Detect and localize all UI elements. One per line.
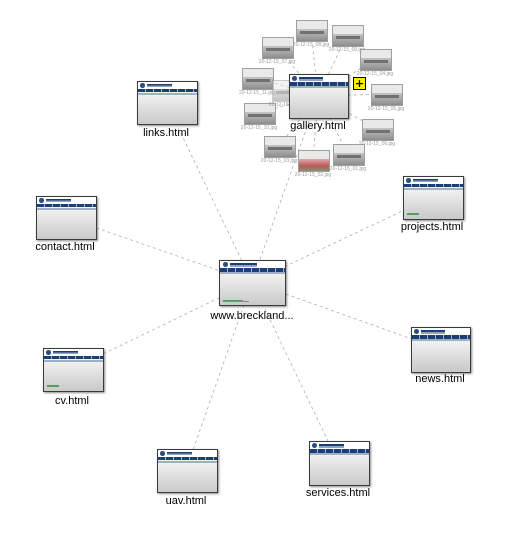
gallery-photo-thumbnail[interactable] (244, 103, 276, 125)
page-label-contact[interactable]: contact.html (35, 241, 95, 253)
page-thumbnail (219, 260, 286, 306)
photo-label: 20-12-15_11.jpg (238, 90, 276, 96)
photo-label: 20-12-15_06.jpg (358, 141, 396, 147)
edge-to-gallery (251, 95, 319, 283)
photo-label: 20-12-15_05.jpg (367, 106, 405, 112)
photo-label: 20-12-15_10.jpg (240, 125, 278, 131)
center-page-label[interactable]: www.breckland... (210, 310, 294, 322)
page-label-cv[interactable]: cv.html (54, 395, 90, 407)
page-thumbnail (137, 81, 198, 125)
page-thumbnail (43, 348, 104, 392)
edge-to-photo-10 (258, 95, 319, 114)
photo-label: 20-12-15_08.jpg (292, 42, 330, 48)
gallery-photo-thumbnail[interactable] (262, 37, 294, 59)
page-thumbnail (403, 176, 464, 220)
page-label-uav[interactable]: uav.html (165, 495, 207, 507)
photo-label: 20-12-15_03.jpg (260, 158, 298, 164)
page-thumbnail (411, 327, 471, 373)
photo-label: 20-12-15_12.jpg (268, 102, 306, 108)
photo-label: 20-12-15_07.jpg (258, 59, 296, 65)
plus-icon[interactable]: + (353, 77, 366, 90)
page-label-links[interactable]: links.html (143, 127, 189, 139)
gallery-photo-thumbnail[interactable] (296, 20, 328, 42)
page-thumbnail (36, 196, 97, 240)
page-thumbnail (309, 441, 370, 486)
photo-label: 20-12-15_09.jpg (328, 47, 366, 53)
edge-to-photo-9 (278, 95, 319, 147)
gallery-photo-thumbnail[interactable] (371, 84, 403, 106)
page-label-news[interactable]: news.html (415, 373, 465, 385)
gallery-photo-thumbnail[interactable] (332, 25, 364, 47)
edge-to-photo-8 (312, 95, 319, 161)
photo-label: 20-12-15_04.jpg (356, 71, 394, 77)
edge-to-services (251, 281, 339, 463)
gallery-photo-thumbnail[interactable] (242, 68, 274, 90)
page-label-services[interactable]: services.html (305, 487, 371, 499)
page-label-gallery[interactable]: gallery.html (290, 120, 346, 132)
page-thumbnail (289, 74, 349, 119)
gallery-photo-thumbnail[interactable] (360, 49, 392, 71)
edge-to-photo-1 (276, 46, 319, 97)
gallery-photo-thumbnail[interactable] (298, 150, 330, 172)
page-label-projects[interactable]: projects.html (400, 221, 464, 233)
page-thumbnail (157, 449, 218, 493)
gallery-photo-thumbnail[interactable] (362, 119, 394, 141)
photo-label: 20-12-15_01.jpg (329, 166, 367, 172)
gallery-photo-thumbnail[interactable] (264, 136, 296, 158)
photo-label: 20-12-15_02.jpg (294, 172, 332, 178)
gallery-photo-thumbnail[interactable] (333, 144, 365, 166)
